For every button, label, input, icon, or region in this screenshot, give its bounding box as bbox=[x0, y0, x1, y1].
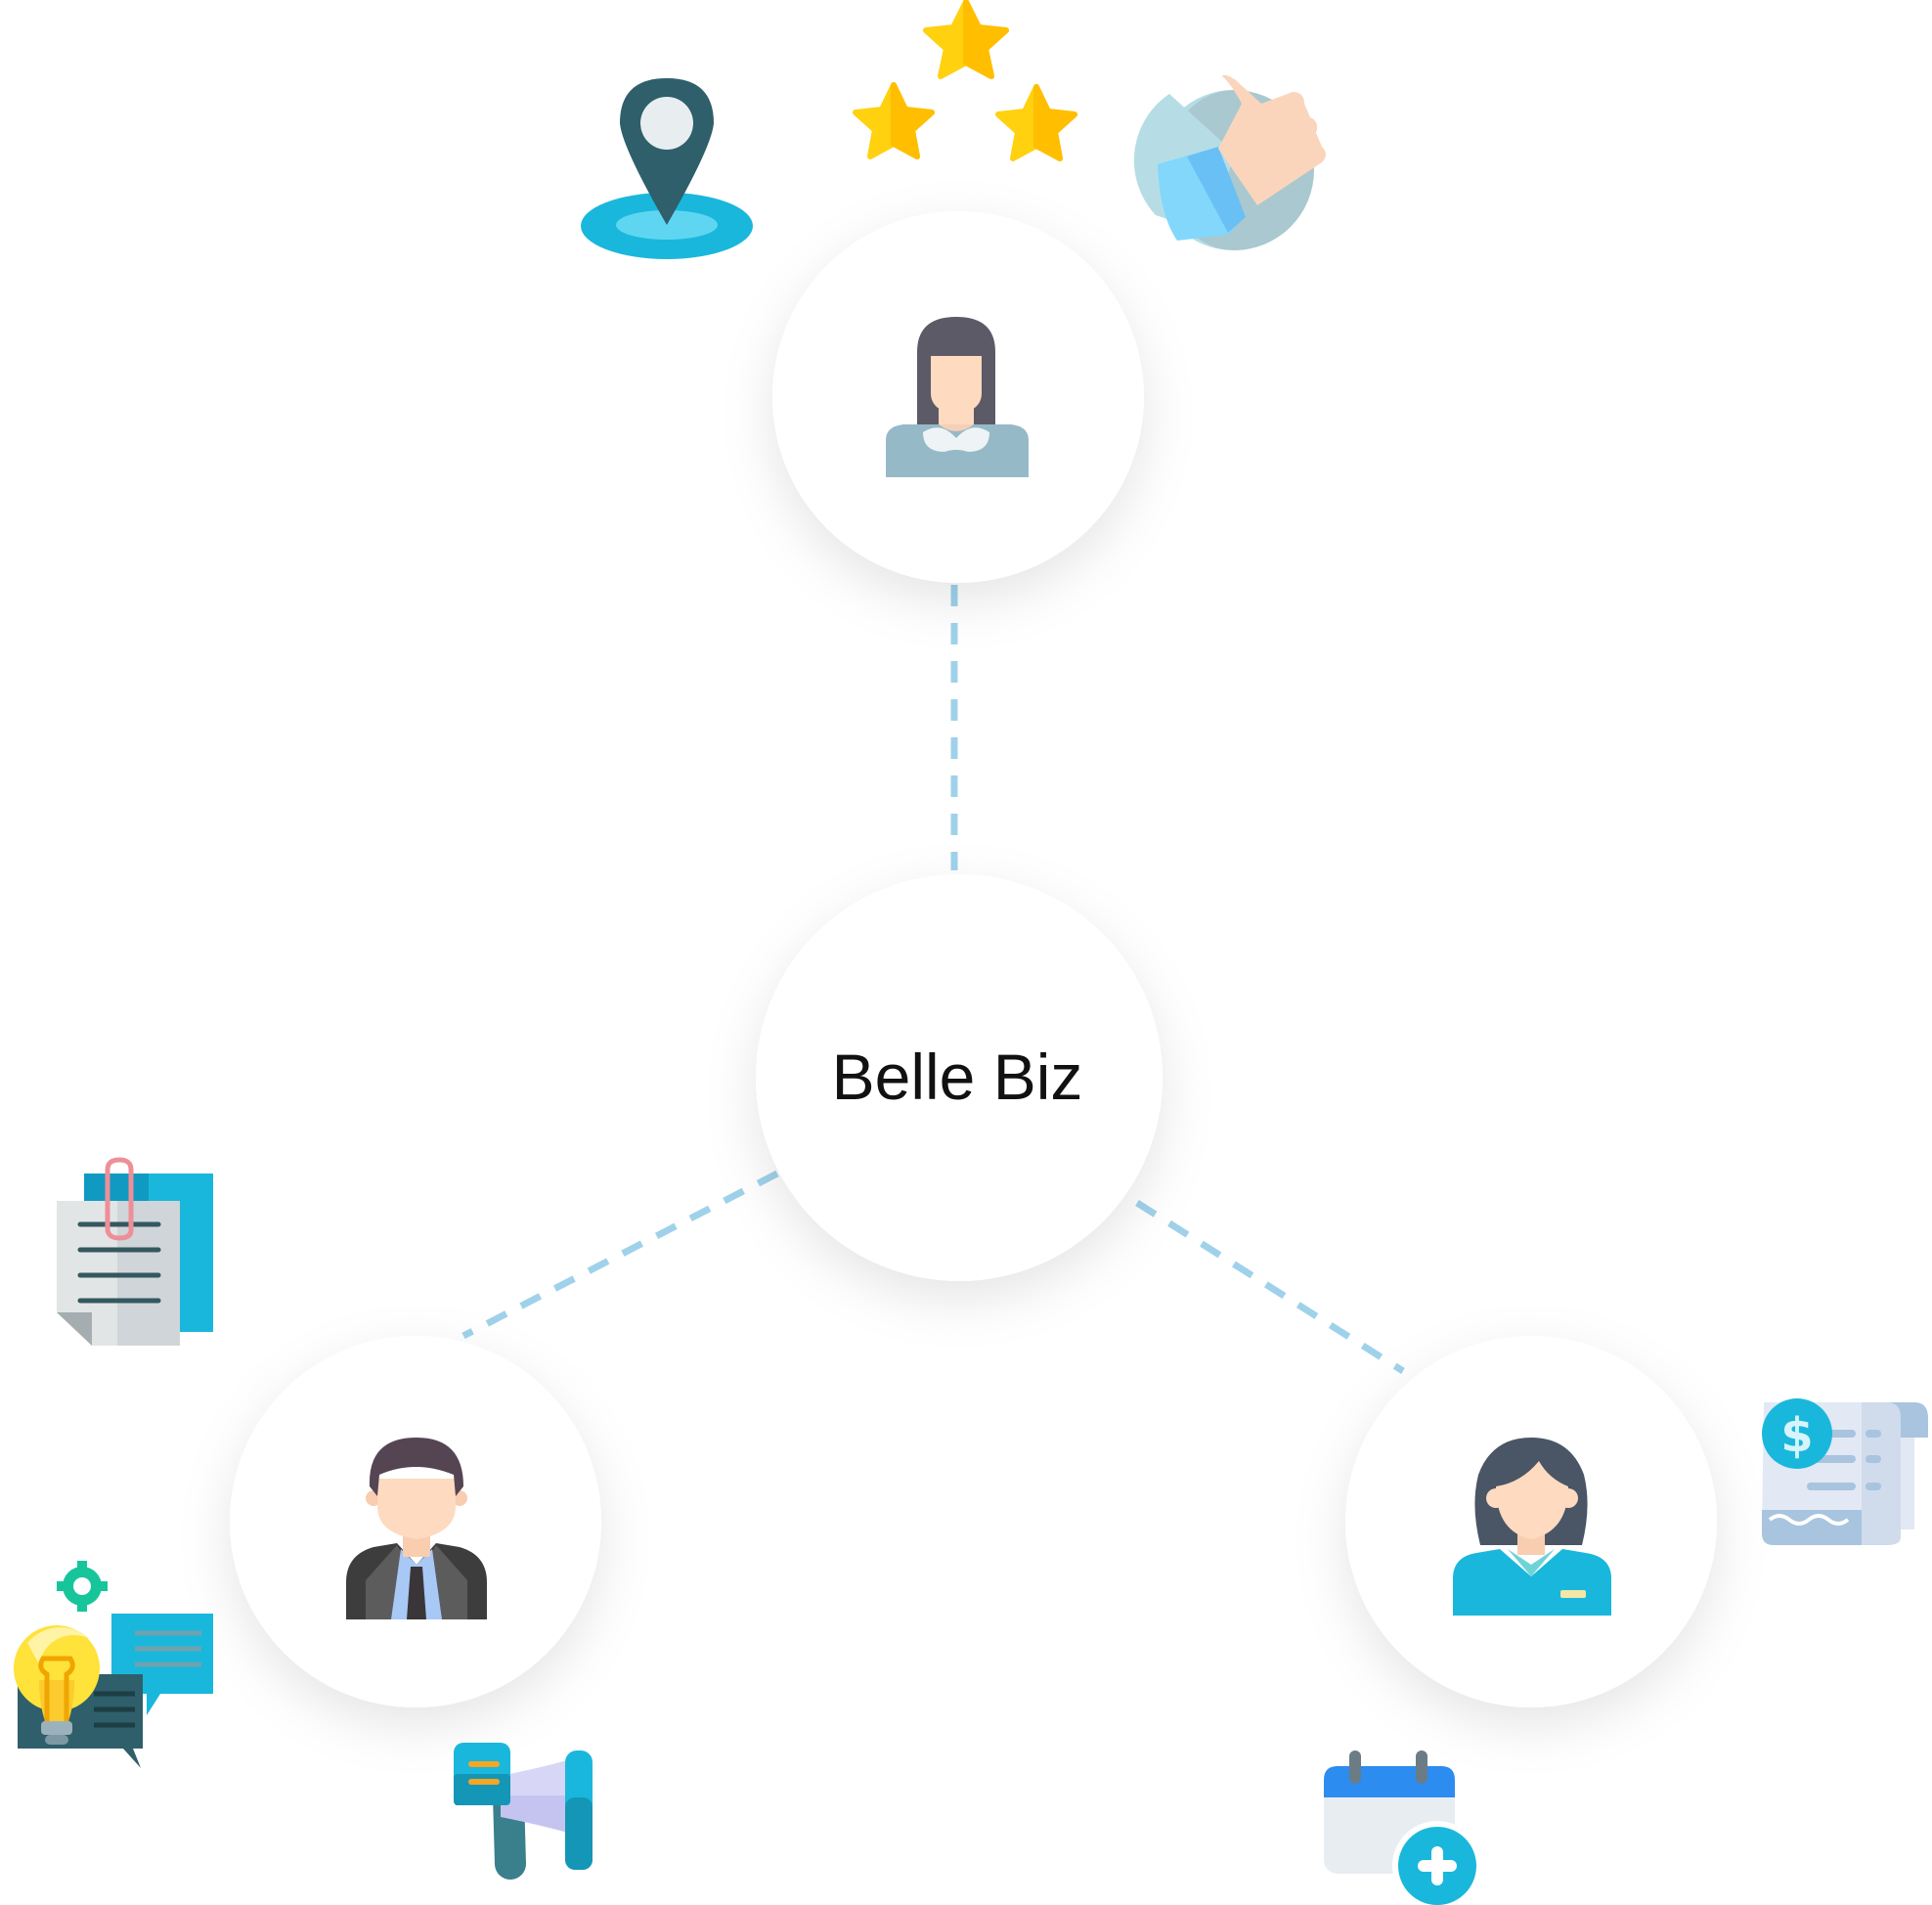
idea-chat-icon bbox=[14, 1561, 213, 1768]
thumbs-up-icon bbox=[1133, 74, 1326, 250]
connectors bbox=[461, 585, 1405, 1374]
businesswoman-icon bbox=[886, 317, 1029, 477]
documents-clip-icon bbox=[57, 1157, 213, 1346]
businessman-icon bbox=[346, 1438, 487, 1619]
hub-label: Belle Biz bbox=[832, 1041, 1083, 1113]
receptionist-icon bbox=[1453, 1438, 1611, 1616]
connector-bottom-right bbox=[1135, 1200, 1405, 1374]
svg-text:$: $ bbox=[1780, 1408, 1813, 1463]
megaphone-icon bbox=[454, 1743, 593, 1880]
calendar-add-icon bbox=[1324, 1750, 1482, 1905]
hub-circle[interactable] bbox=[756, 874, 1163, 1281]
connector-bottom-left bbox=[461, 1170, 779, 1340]
three-stars-rating-icon bbox=[853, 0, 1077, 161]
invoice-receipt-icon: $ bbox=[1762, 1398, 1928, 1545]
location-pin-icon bbox=[581, 78, 753, 259]
